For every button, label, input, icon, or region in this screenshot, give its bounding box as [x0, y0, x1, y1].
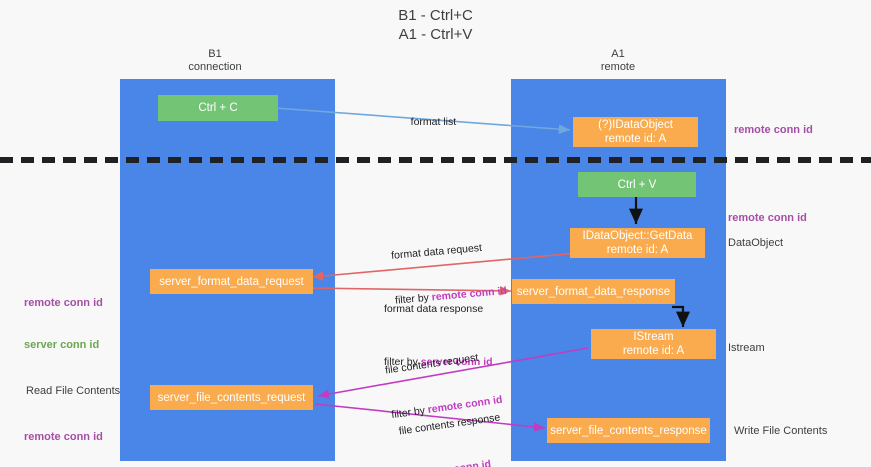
- phase-separator: [0, 157, 871, 163]
- right-label-remote-conn-id-2: remote conn id: [728, 212, 807, 224]
- filter-prefix-2: filter by: [384, 356, 421, 368]
- edge-label-format-list: format list: [399, 100, 457, 145]
- node-ctrl-v[interactable]: Ctrl + V: [578, 172, 696, 197]
- node-server-format-data-response[interactable]: server_format_data_response: [512, 279, 675, 304]
- left-label-remote-conn-id-2: remote conn id: [24, 431, 103, 443]
- right-label-dataobject: DataObject: [728, 237, 784, 249]
- edge-label-format-data-response-line2: filter by server conn id: [384, 355, 493, 370]
- node-server-file-contents-response[interactable]: server_file_contents_response: [547, 418, 710, 443]
- node-ctrl-c[interactable]: Ctrl + C: [158, 95, 278, 121]
- left-label-remote-conn-id: remote conn id: [24, 297, 103, 309]
- node-server-file-contents-request[interactable]: server_file_contents_request: [150, 385, 313, 410]
- left-label-conn-ids-2: remote conn id server conn id: [24, 402, 103, 467]
- filter-value-server-conn-id-2: server conn id: [419, 458, 492, 467]
- edge-label-file-contents-request-line1: file contents request: [384, 351, 480, 377]
- edge-label-format-data-response: format data response filter by server co…: [384, 272, 493, 400]
- column-heading-a1: A1 remote: [600, 48, 636, 73]
- node-idataobject[interactable]: (?)IDataObject remote id: A: [573, 117, 698, 147]
- right-label-istream: Istream: [728, 342, 765, 354]
- right-label-remote-conn-id-1: remote conn id: [734, 124, 813, 136]
- right-label-write-file-contents: Write File Contents: [734, 425, 828, 437]
- left-label-server-conn-id: server conn id: [24, 339, 100, 351]
- edge-label-file-contents-response-line2: filter by server conn id: [382, 455, 507, 467]
- left-label-read-file-contents: Read File Contents: [26, 385, 121, 397]
- diagram-title: B1 - Ctrl+C A1 - Ctrl+V: [398, 7, 473, 43]
- edge-label-format-data-response-line1: format data response: [384, 303, 484, 315]
- node-server-format-data-request[interactable]: server_format_data_request: [150, 269, 313, 294]
- column-heading-b1: B1 connection: [188, 48, 242, 73]
- left-label-conn-ids-1: remote conn id server conn id: [24, 268, 103, 380]
- edge-label-format-data-request-line1: format data request: [390, 241, 483, 262]
- node-istream[interactable]: IStream remote id: A: [591, 329, 716, 359]
- edge-label-file-contents-response-line1: file contents response: [398, 411, 501, 438]
- node-getdata[interactable]: IDataObject::GetData remote id: A: [570, 228, 705, 258]
- filter-value-server-conn-id: server conn id: [420, 356, 493, 368]
- edge-label-format-list-line1: format list: [410, 116, 457, 128]
